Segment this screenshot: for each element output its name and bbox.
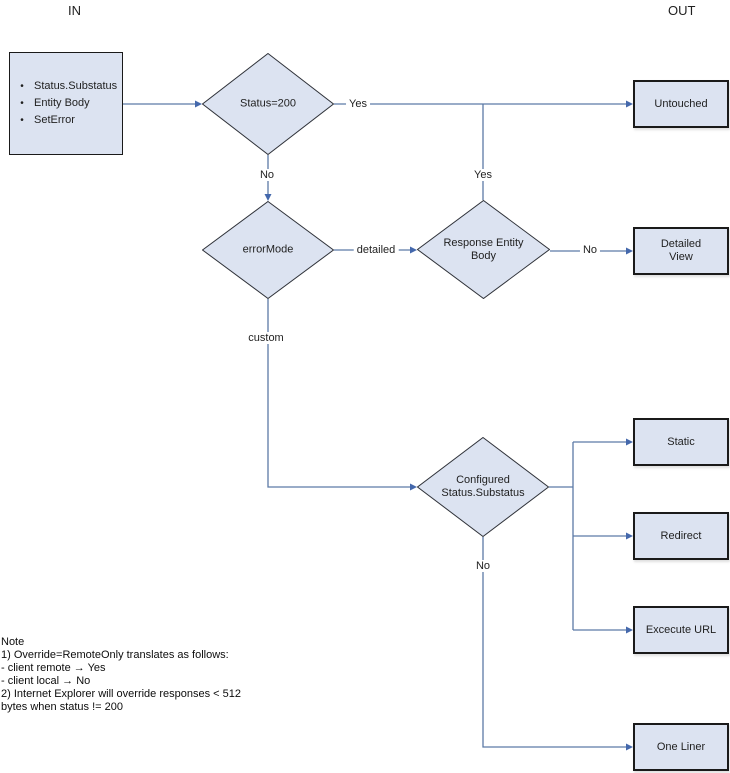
arrowhead-execute-url (626, 626, 633, 634)
output-label: Detailed View (660, 238, 702, 263)
output-untouched: Untouched (633, 80, 729, 128)
output-label: One Liner (656, 740, 706, 753)
note-line: 1) Override=RemoteOnly translates as fol… (1, 649, 229, 661)
diamond-shape (202, 53, 334, 155)
edge-label-configured-no: No (472, 560, 494, 572)
diamond-shape (417, 200, 550, 299)
arrowhead-one-liner (626, 743, 633, 751)
output-redirect: Redirect (633, 512, 729, 560)
arrowhead-redirect (626, 532, 633, 540)
edge-errormode-custom (267, 299, 410, 488)
output-label: Untouched (654, 97, 708, 110)
decision-response-entity-body: Response Entity Body (417, 200, 550, 299)
output-one-liner: One Liner (633, 723, 729, 771)
arrowhead-status200 (195, 100, 202, 108)
input-item: • Status.Substatus (10, 78, 122, 95)
in-label: IN (68, 3, 81, 18)
edge-label-errormode-custom: custom (245, 332, 287, 344)
output-label: Excecute URL (645, 623, 717, 636)
edge-label-status200-no: No (256, 169, 278, 181)
input-item-label: Entity Body (34, 97, 90, 109)
bullet-icon: • (20, 81, 24, 92)
bullet-icon: • (20, 98, 24, 109)
decision-configured-status: Configured Status.Substatus (417, 437, 549, 537)
input-item: • Entity Body (10, 95, 122, 112)
edge-label-reb-yes: Yes (471, 169, 495, 181)
arrowhead-static (626, 438, 633, 446)
arrowhead-errormode (264, 194, 272, 201)
input-item-label: SetError (34, 114, 75, 126)
decision-status200: Status=200 (202, 53, 334, 155)
arrowhead-untouched (626, 100, 633, 108)
diamond-shape (202, 201, 334, 299)
input-item-label: Status.Substatus (34, 80, 118, 92)
note-line: bytes when status != 200 (1, 701, 123, 713)
note-line: - client local → No (1, 675, 91, 687)
edge-configured-no (482, 537, 626, 748)
bullet-icon: • (20, 115, 24, 126)
note-line: Note (1, 636, 25, 648)
output-label: Static (667, 435, 695, 448)
note-line: - client remote → Yes (1, 662, 106, 674)
decision-error-mode: errorMode (202, 201, 334, 299)
diamond-shape (417, 437, 549, 537)
note-line: 2) Internet Explorer will override respo… (1, 688, 241, 700)
edge-label-errormode-detailed: detailed (353, 244, 399, 256)
arrowhead-configured (410, 483, 417, 491)
decision-label: errorMode (242, 243, 294, 256)
input-item: • SetError (10, 112, 122, 129)
decision-label: Response Entity Body (443, 236, 524, 262)
output-execute-url: Excecute URL (633, 606, 729, 654)
output-static: Static (633, 418, 729, 466)
edge-label-reb-no: No (579, 244, 601, 256)
edge-label-status200-yes: Yes (346, 98, 370, 110)
output-label: Redirect (660, 529, 702, 542)
out-label: OUT (668, 3, 696, 18)
arrowhead-reb (410, 246, 417, 254)
decision-label: Status=200 (240, 97, 296, 110)
note-block: Note 1) Override=RemoteOnly translates a… (1, 636, 241, 714)
input-node: • Status.Substatus • Entity Body • SetError (9, 52, 123, 155)
output-detailed-view: Detailed View (633, 227, 729, 275)
arrowhead-detailed-view (626, 247, 633, 255)
decision-label: Configured Status.Substatus (441, 474, 525, 499)
